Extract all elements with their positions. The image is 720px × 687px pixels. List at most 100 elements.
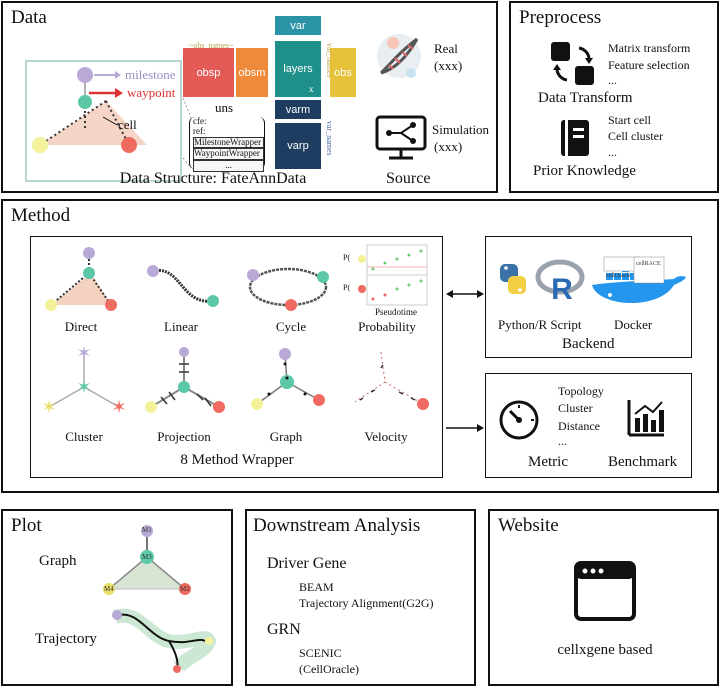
metric-item-distance: Distance xyxy=(558,419,600,433)
wrapper-label-probability: Probability xyxy=(358,319,416,334)
knowledge-item-3: ... xyxy=(608,145,617,159)
obsm-block: obsm xyxy=(236,48,268,97)
wrapper-label-direct: Direct xyxy=(64,319,98,334)
uns-item-more: ... xyxy=(193,160,264,172)
method-title: Method xyxy=(11,205,71,226)
cycle-icon xyxy=(247,267,329,311)
knowledge-item-2: Cell cluster xyxy=(608,129,663,143)
evaluation-box: Topology Cluster Distance ... Metric Ben… xyxy=(485,373,692,478)
svg-text:✶: ✶ xyxy=(76,377,91,397)
plot-node-m2: M2 xyxy=(180,585,190,593)
data-structure-caption: Data Structure: FateAnnData xyxy=(119,170,307,187)
driver-item-g2g: Trajectory Alignment(G2G) xyxy=(299,596,434,610)
method-panel: Method P( xyxy=(1,199,719,493)
var-names-label-2: var_names xyxy=(325,121,334,156)
browser-window-icon xyxy=(574,561,636,621)
grn-item-celloracle: (CellOracle) xyxy=(299,662,359,676)
plot-node-m4: M4 xyxy=(104,585,114,593)
downstream-title: Downstream Analysis xyxy=(253,515,421,536)
graph-icon xyxy=(251,348,325,410)
linear-icon xyxy=(147,265,219,307)
plot-node-m1: M1 xyxy=(142,526,152,534)
probability-p2: P( xyxy=(343,283,351,292)
website-panel: Website cellxgene based xyxy=(488,509,719,686)
driver-item-beam: BEAM xyxy=(299,580,334,594)
book-icon xyxy=(561,120,589,156)
transform-item-1: Matrix transform xyxy=(608,41,691,55)
wrapper-label-projection: Projection xyxy=(157,429,211,444)
obs-block: obs xyxy=(330,48,356,97)
obs-names-label: ~obs_names~ xyxy=(189,41,234,50)
data-transform-caption: Data Transform xyxy=(538,90,633,106)
plot-graph-figure xyxy=(103,525,191,595)
cell-label: cell xyxy=(118,117,137,132)
svg-text:✶: ✶ xyxy=(76,343,91,363)
real-label: Real xyxy=(434,41,458,56)
preprocess-title: Preprocess xyxy=(519,7,602,28)
knowledge-item-1: Start cell xyxy=(608,113,651,127)
data-panel: Data milestone waypoint cell ~obs_names~… xyxy=(1,1,498,193)
pseudotime-label: Pseudotime xyxy=(375,307,417,317)
source-caption: Source xyxy=(386,170,431,187)
grn-label: GRN xyxy=(267,621,301,638)
monitor-icon xyxy=(375,115,427,160)
metric-label: Metric xyxy=(528,454,568,470)
wrapper-label-graph: Graph xyxy=(269,429,303,444)
projection-icon xyxy=(145,347,225,413)
wrapper-label-cluster: Cluster xyxy=(65,429,103,444)
plot-graph-label: Graph xyxy=(39,553,77,569)
plot-panel: Plot Graph M1 M3 M4 M2 Trajectory xyxy=(1,509,233,686)
evaluation-arrow xyxy=(446,424,484,432)
simulation-sub: (xxx) xyxy=(434,139,463,154)
wrapper-label-velocity: Velocity xyxy=(364,429,408,444)
uns-item-cfe: cfe: xyxy=(193,116,207,126)
svg-text:✶: ✶ xyxy=(41,397,56,417)
real-sub: (xxx) xyxy=(434,58,463,73)
probability-p1: P( xyxy=(343,253,351,262)
metric-item-cluster: Cluster xyxy=(558,401,593,415)
downstream-panel: Downstream Analysis Driver Gene BEAM Tra… xyxy=(245,509,476,686)
waypoint-label: waypoint xyxy=(127,85,176,100)
uns-box: cfe: ref: MilestoneWrapper WaypointWrapp… xyxy=(189,116,265,172)
obsp-block: obsp xyxy=(183,48,234,97)
svg-text:R: R xyxy=(551,273,573,306)
website-caption: cellxgene based xyxy=(557,642,653,658)
benchmark-label: Benchmark xyxy=(608,454,678,470)
prior-knowledge-caption: Prior Knowledge xyxy=(533,163,636,179)
layers-block: layers xyxy=(275,41,321,97)
direct-icon xyxy=(45,247,117,311)
metric-item-more: ... xyxy=(558,434,567,448)
velocity-icon xyxy=(354,351,429,410)
preprocess-panel: Preprocess Matrix transform Feature sele… xyxy=(509,1,719,193)
backend-box: R cellRACE cellOracle Python/R Script Do… xyxy=(485,236,692,358)
method-wrapper-caption: 8 Method Wrapper xyxy=(180,452,294,468)
x-label: x xyxy=(309,84,314,94)
plot-trajectory-figure xyxy=(112,608,217,673)
python-r-label: Python/R Script xyxy=(498,317,582,332)
probability-icon xyxy=(358,244,428,306)
milestone-label: milestone xyxy=(125,67,176,82)
metric-item-topology: Topology xyxy=(558,384,604,398)
backend-caption: Backend xyxy=(562,336,615,352)
wrapper-label-linear: Linear xyxy=(164,319,198,334)
svg-text:✶: ✶ xyxy=(111,397,126,417)
varp-block: varp xyxy=(275,123,321,169)
benchmark-icon xyxy=(627,400,664,437)
python-icon xyxy=(500,264,526,294)
dna-icon xyxy=(377,34,421,78)
docker-tag-2: cellOracle xyxy=(606,273,631,279)
cluster-icon: ✶ ✶ ✶ ✶ xyxy=(41,343,126,417)
plot-title: Plot xyxy=(11,515,42,536)
uns-connector xyxy=(182,97,192,169)
uns-title: uns xyxy=(215,100,234,115)
transform-item-3: ... xyxy=(608,73,617,87)
var-block: var xyxy=(275,16,321,35)
varm-block: varm xyxy=(275,100,321,119)
layers-label: layers xyxy=(283,63,313,75)
docker-tag-1: cellRACE xyxy=(636,261,661,267)
var-names-label: var_names xyxy=(325,43,334,78)
backend-arrow xyxy=(446,290,484,298)
milestone-graph-diagram xyxy=(25,60,182,182)
transform-icon xyxy=(551,42,594,85)
wrapper-label-cycle: Cycle xyxy=(275,319,307,334)
